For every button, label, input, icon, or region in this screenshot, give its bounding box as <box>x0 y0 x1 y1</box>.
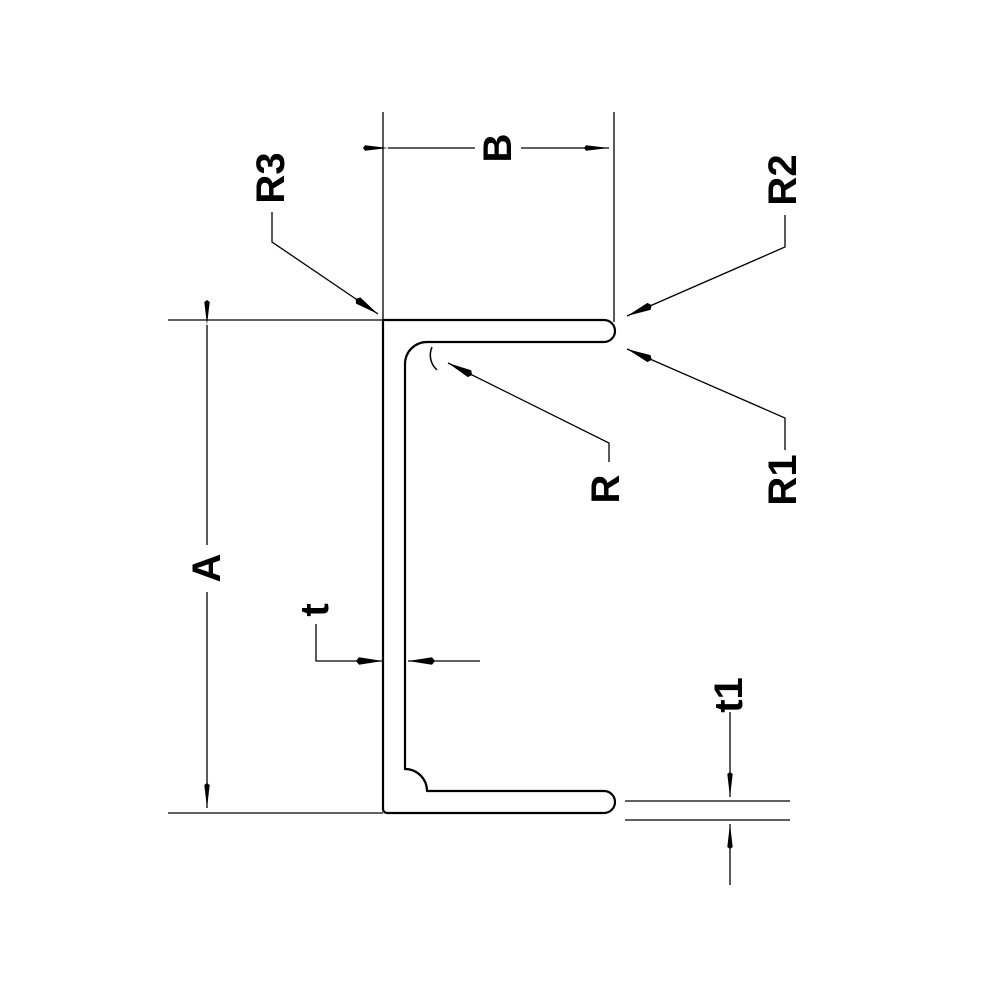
leader-line-R <box>447 362 610 462</box>
dimension-label-t1: t1 <box>707 677 751 713</box>
leader-R3 <box>271 212 379 315</box>
dimension-A <box>168 300 383 814</box>
leader-R <box>447 362 610 462</box>
dimension-label-B: B <box>476 133 520 163</box>
leader-line-R2 <box>626 215 786 317</box>
dimension-label-R: R <box>584 474 628 504</box>
dimension-label-A: A <box>185 553 229 583</box>
dimension-label-R2: R2 <box>761 154 805 206</box>
leader-line-R3 <box>271 212 379 315</box>
leader-R1 <box>626 348 786 450</box>
leader-line-R1 <box>626 348 786 450</box>
dimension-label-t: t <box>293 603 337 617</box>
dimension-t <box>315 624 480 665</box>
dimension-label-R1: R1 <box>761 454 805 506</box>
leader-line-t <box>315 624 383 665</box>
dimension-label-R3: R3 <box>249 152 293 204</box>
leader-R2 <box>626 215 786 317</box>
section-profile-outline <box>381 318 617 815</box>
dimension-t1 <box>625 712 790 885</box>
dimension-B <box>363 112 615 322</box>
inner-fillet-radius-arc <box>429 346 438 371</box>
